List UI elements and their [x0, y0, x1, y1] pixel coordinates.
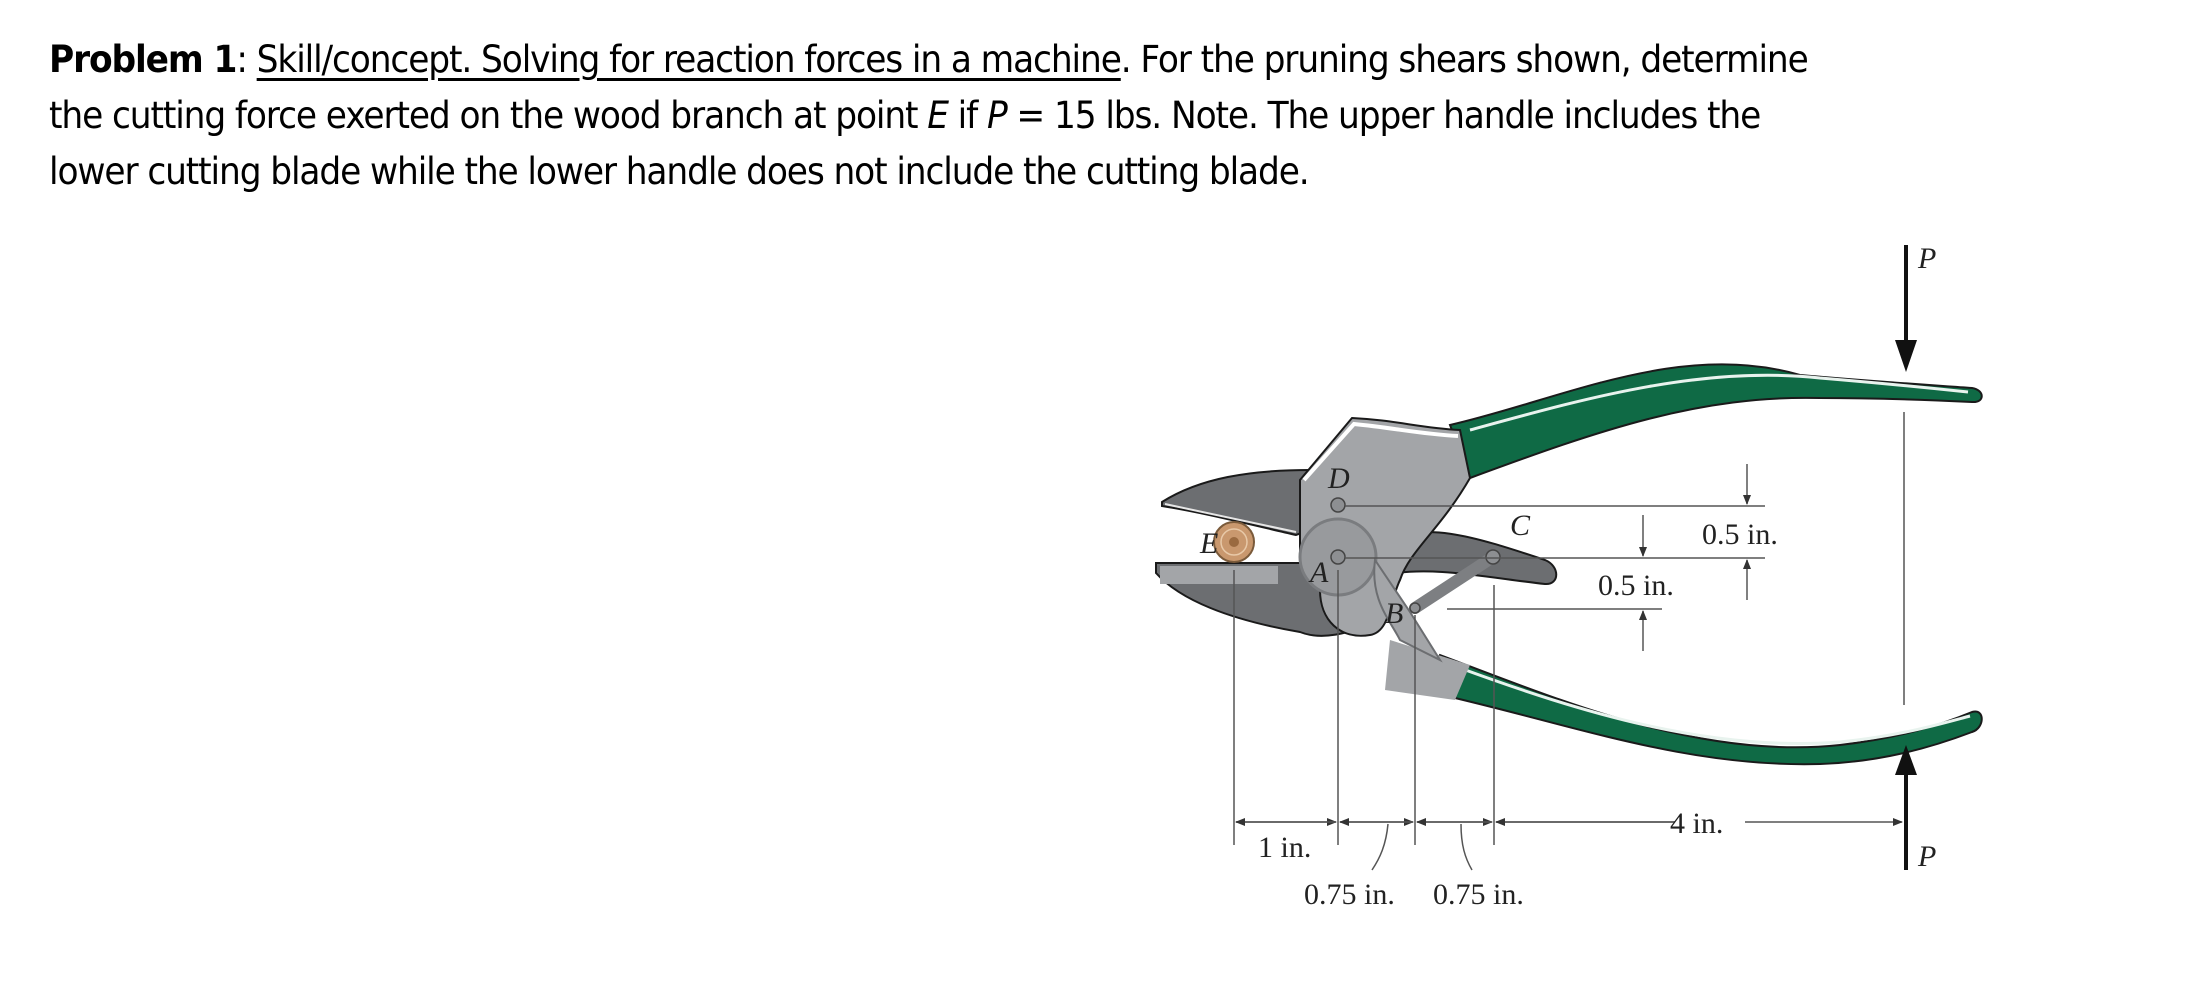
pin-a [1330, 549, 1346, 565]
wood-branch [1213, 521, 1255, 563]
lower-handle [1385, 640, 1983, 766]
pin-b [1409, 602, 1421, 614]
label-e: E [1199, 527, 1218, 560]
dim-d-to-a: 0.5 in. [1702, 518, 1778, 551]
pin-c [1485, 549, 1501, 565]
pin-d [1330, 497, 1346, 513]
force-arrow-bottom [1895, 745, 1917, 870]
force-arrow-top [1895, 245, 1917, 372]
dim-a-to-b-vertical: 0.5 in. [1598, 569, 1674, 602]
problem-statement: Problem 1: Skill/concept. Solving for re… [49, 38, 1809, 193]
force-label-bottom: P [1917, 840, 1936, 873]
force-label-top: P [1917, 242, 1936, 275]
problem-topic: Skill/concept. Solving for reaction forc… [256, 38, 1122, 81]
upper-handle [1448, 363, 1983, 480]
dimension-lines [1233, 412, 1905, 871]
label-c: C [1510, 509, 1531, 542]
dim-e-to-a: 1 in. [1258, 831, 1311, 864]
pins [1330, 497, 1501, 614]
point-variable: E [927, 94, 949, 137]
force-variable: P [986, 94, 1008, 137]
dim-a-to-b: 0.75 in. [1304, 878, 1395, 911]
label-a: A [1308, 556, 1329, 589]
dim-b-to-c: 0.75 in. [1433, 878, 1524, 911]
link-bc [1409, 551, 1499, 614]
dim-c-to-p: 4 in. [1670, 807, 1723, 840]
label-b: B [1385, 597, 1403, 630]
problem-label: Problem 1 [49, 38, 237, 81]
label-d: D [1327, 462, 1350, 495]
